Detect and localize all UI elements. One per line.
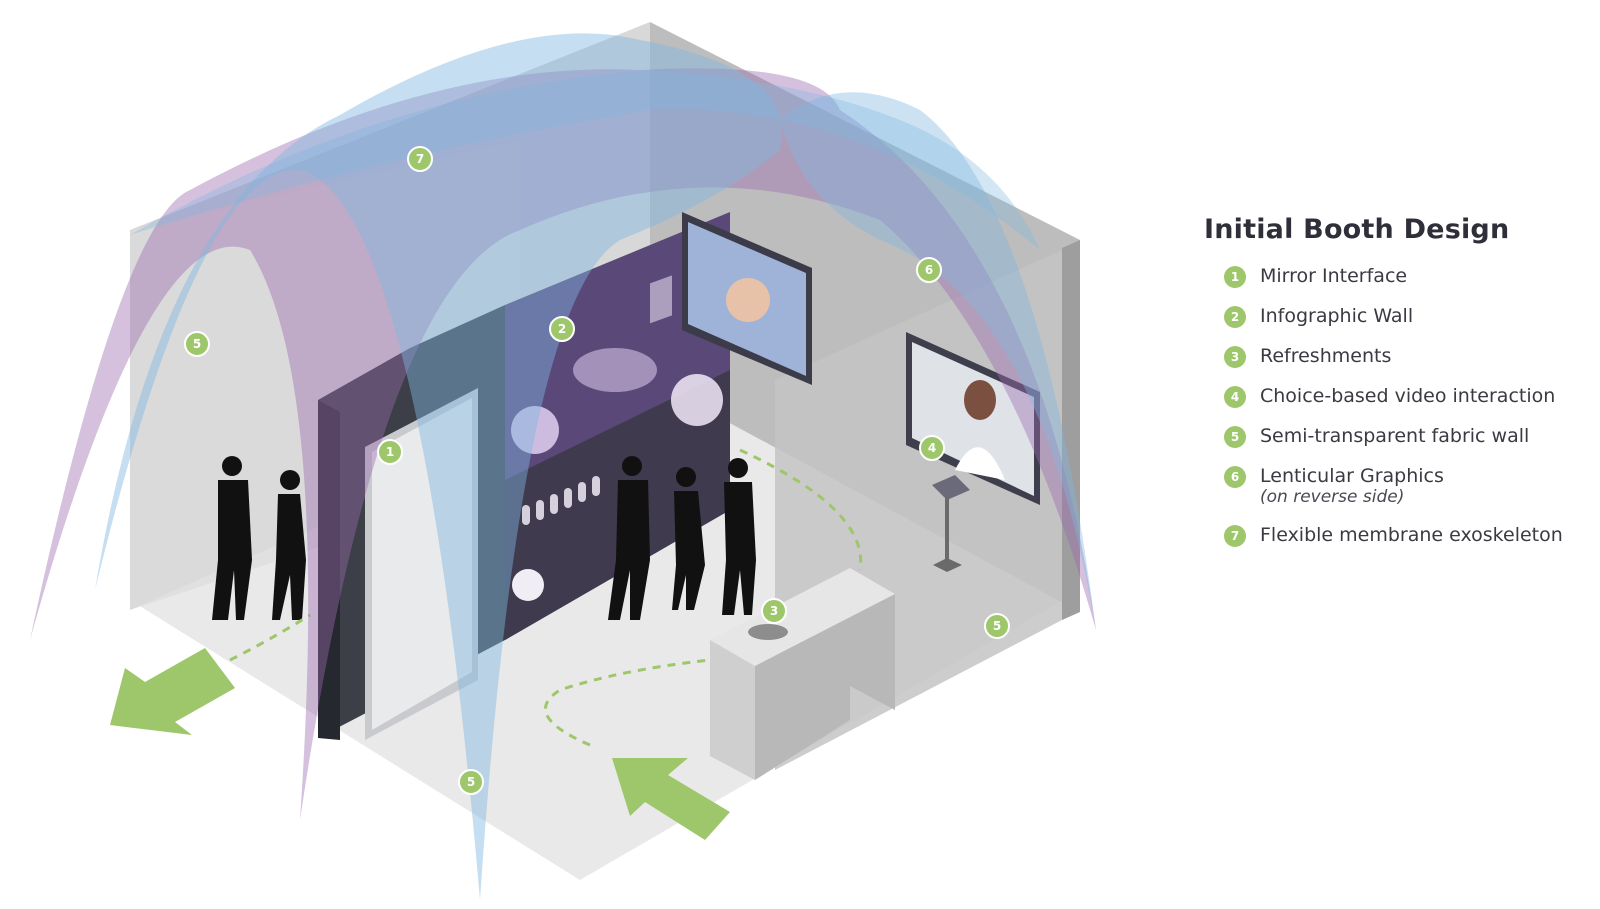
legend-label-5: Semi-transparent fabric wall — [1260, 425, 1530, 447]
video-monitor — [906, 332, 1040, 505]
legend-title: Initial Booth Design — [1204, 214, 1510, 245]
marker-5-left: 5 — [184, 331, 210, 357]
exit-arrow — [110, 648, 235, 735]
legend-item-membrane-exoskeleton: 7 Flexible membrane exoskeleton — [1204, 524, 1594, 547]
back-right-wall-side — [1062, 240, 1080, 620]
legend: Initial Booth Design 1 Mirror Interface … — [1204, 214, 1594, 564]
legend-label-1: Mirror Interface — [1260, 265, 1408, 287]
svg-text:7: 7 — [416, 152, 424, 166]
legend-label-4: Choice-based video interaction — [1260, 385, 1556, 407]
fabric-membrane — [30, 33, 1096, 901]
legend-label-6: Lenticular Graphics (on reverse side) — [1260, 465, 1444, 507]
legend-item-lenticular-graphics: 6 Lenticular Graphics (on reverse side) — [1204, 465, 1594, 507]
legend-badge-4: 4 — [1224, 386, 1246, 408]
legend-label-2: Infographic Wall — [1260, 305, 1414, 327]
legend-item-refreshments: 3 Refreshments — [1204, 345, 1594, 368]
marker-7: 7 — [407, 146, 433, 172]
legend-label-7: Flexible membrane exoskeleton — [1260, 524, 1563, 546]
legend-label-6-sub: (on reverse side) — [1260, 487, 1405, 507]
legend-item-fabric-wall: 5 Semi-transparent fabric wall — [1204, 425, 1594, 448]
legend-badge-7: 7 — [1224, 525, 1246, 547]
back-monitor — [682, 212, 812, 385]
walk-path-exit — [229, 613, 311, 662]
visitor-silhouettes — [212, 456, 756, 620]
svg-text:6: 6 — [925, 263, 933, 277]
svg-text:5: 5 — [467, 775, 475, 789]
mirror-wall — [318, 305, 505, 740]
legend-badge-6: 6 — [1224, 466, 1246, 488]
svg-text:5: 5 — [193, 337, 201, 351]
legend-label-6-main: Lenticular Graphics — [1260, 465, 1444, 487]
svg-text:3: 3 — [770, 604, 778, 618]
marker-4: 4 — [919, 435, 945, 461]
legend-badge-3: 3 — [1224, 346, 1246, 368]
svg-text:1: 1 — [386, 445, 394, 459]
legend-item-infographic-wall: 2 Infographic Wall — [1204, 305, 1594, 328]
marker-5-front: 5 — [458, 769, 484, 795]
svg-text:5: 5 — [993, 619, 1001, 633]
legend-item-video-interaction: 4 Choice-based video interaction — [1204, 385, 1594, 408]
kiosk-stand — [932, 475, 970, 572]
legend-item-mirror-interface: 1 Mirror Interface — [1204, 265, 1594, 288]
marker-2: 2 — [549, 316, 575, 342]
legend-badge-5: 5 — [1224, 426, 1246, 448]
svg-text:4: 4 — [928, 441, 936, 455]
legend-label-3: Refreshments — [1260, 345, 1392, 367]
refreshments-table — [710, 568, 895, 780]
svg-text:2: 2 — [558, 322, 566, 336]
marker-6: 6 — [916, 257, 942, 283]
walk-path-entry — [543, 448, 863, 747]
legend-badge-1: 1 — [1224, 266, 1246, 288]
marker-1: 1 — [377, 439, 403, 465]
entry-arrow — [612, 758, 730, 840]
marker-5-right: 5 — [984, 613, 1010, 639]
legend-badge-2: 2 — [1224, 306, 1246, 328]
marker-3: 3 — [761, 598, 787, 624]
